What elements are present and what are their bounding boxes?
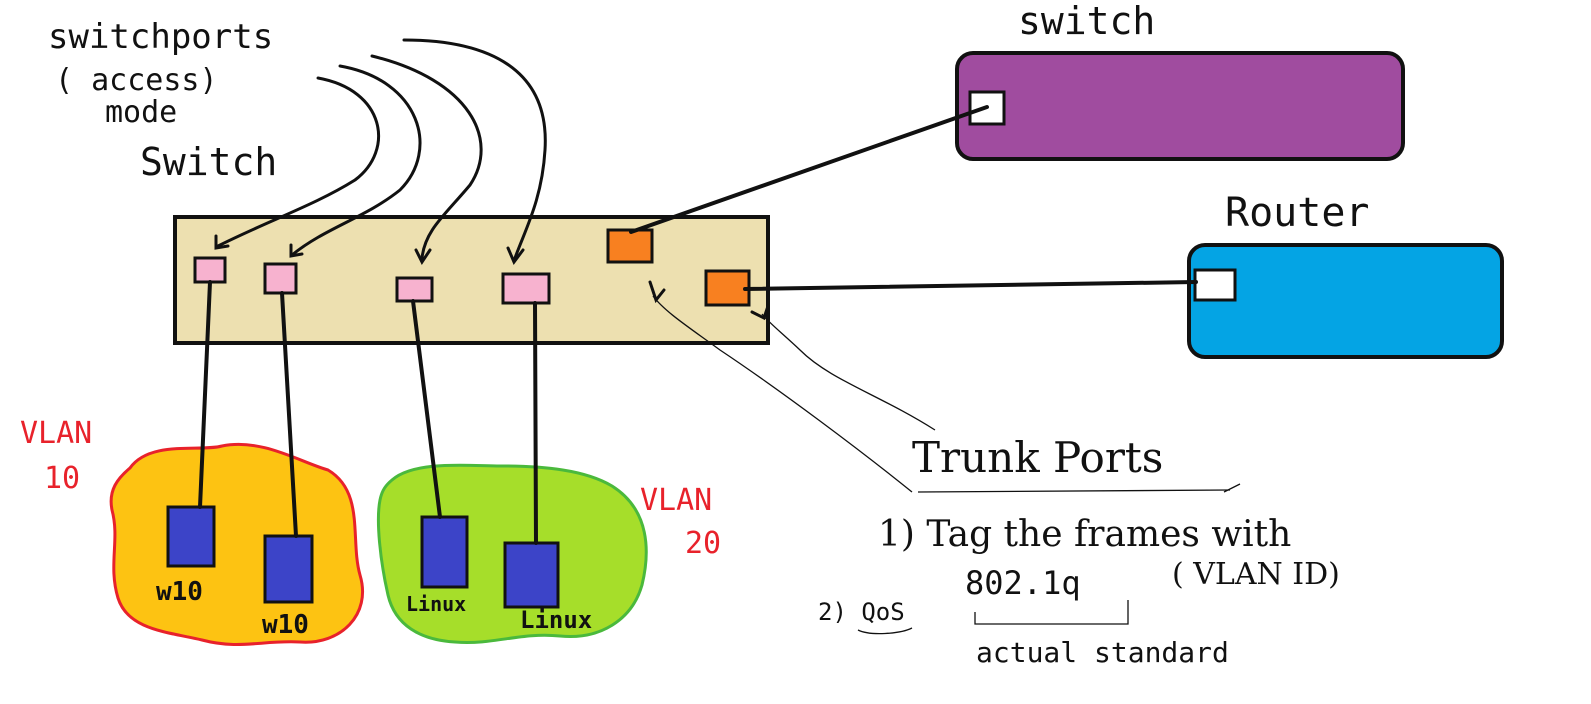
- trunk-callout-upper: [652, 295, 913, 493]
- trunk-port-lower[interactable]: [704, 269, 751, 307]
- access-port-3[interactable]: [395, 276, 434, 303]
- cable-pc-4: [533, 301, 538, 545]
- pc-4[interactable]: [503, 541, 560, 609]
- vlan-10-label-line2: 10: [44, 461, 80, 496]
- top-switch-label: switch: [1018, 0, 1155, 43]
- trunk-ports-underline: [917, 489, 1231, 493]
- access-port-2[interactable]: [263, 262, 298, 295]
- vlan-10-cloud: [109, 443, 364, 647]
- note-1-vlan-id: ( VLAN ID): [1172, 557, 1340, 592]
- vlan-20-label-line2: 20: [685, 526, 721, 561]
- switchports-label-line3: mode: [105, 95, 177, 130]
- router-port[interactable]: [1193, 268, 1237, 302]
- pc-3-label: Linux: [406, 592, 466, 616]
- cable-pc-1: [198, 280, 212, 509]
- pc-1[interactable]: [166, 505, 216, 568]
- access-port-1[interactable]: [193, 256, 227, 284]
- callout-arrow-1-head: [214, 234, 230, 250]
- trunk-callout-lower-head: [750, 304, 770, 321]
- callout-arrow-4: [402, 38, 547, 260]
- trunk-link-to-switch: [629, 105, 989, 234]
- vlan-20-label-line1: VLAN: [640, 483, 712, 518]
- trunk-ports-underline-hook: [1223, 483, 1241, 493]
- center-switch-label: Switch: [140, 140, 277, 184]
- trunk-callout-lower: [761, 313, 936, 431]
- pc-3[interactable]: [420, 515, 469, 589]
- qos-underline: [857, 627, 913, 635]
- trunk-callout-upper-head: [648, 280, 666, 304]
- switchports-label-line2: ( access): [55, 63, 218, 98]
- note-1-caption: actual standard: [976, 636, 1229, 669]
- pc-4-label: Linux: [520, 606, 592, 634]
- callout-arrow-1: [216, 76, 380, 248]
- note-1-standard: 802.1q: [965, 564, 1081, 602]
- access-port-4[interactable]: [501, 272, 551, 305]
- cable-pc-2: [280, 291, 298, 538]
- callout-arrow-4-head: [506, 246, 525, 265]
- callout-arrow-3-head: [414, 248, 432, 265]
- pc-2-label: w10: [262, 610, 309, 640]
- router-body[interactable]: [1187, 243, 1504, 359]
- callout-arrow-2-head: [289, 243, 304, 258]
- vlan-10-label-line1: VLAN: [20, 416, 92, 451]
- trunk-link-to-router: [743, 280, 1198, 291]
- trunk-ports-label: Trunk Ports: [912, 433, 1163, 482]
- note-2-text: 2) QoS: [818, 598, 905, 626]
- note-1-text: 1) Tag the frames with: [878, 514, 1291, 555]
- standard-brace: [974, 600, 1129, 625]
- callout-arrow-2: [290, 64, 422, 257]
- router-label: Router: [1225, 190, 1370, 236]
- trunk-port-upper[interactable]: [606, 228, 654, 264]
- top-switch-body[interactable]: [955, 51, 1405, 161]
- cable-pc-3: [411, 299, 442, 519]
- switchports-label-line1: switchports: [48, 17, 273, 57]
- pc-2[interactable]: [263, 534, 314, 604]
- pc-1-label: w10: [156, 577, 203, 607]
- callout-arrow-3: [370, 54, 483, 260]
